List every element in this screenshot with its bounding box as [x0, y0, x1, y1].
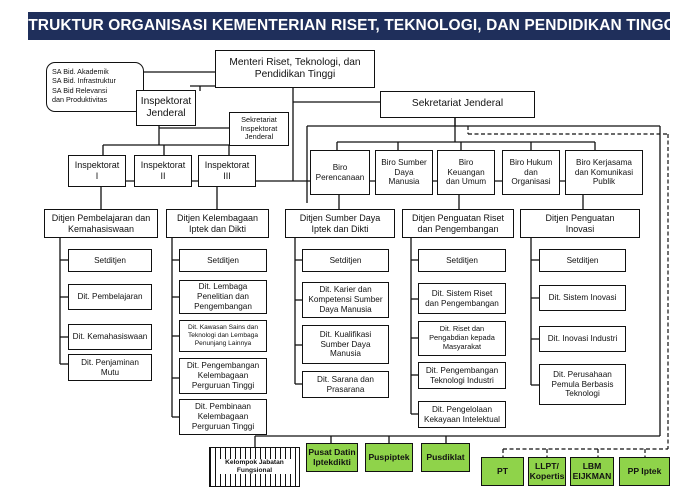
unit-box: Dit. Kualifikasi Sumber Daya Manusia: [302, 325, 389, 364]
unit-box: Setditjen: [68, 249, 152, 272]
inspektorat-box: Inspektorat III: [198, 155, 256, 187]
kelompok-jabatan-label: Kelompok Jabatan Fungsional: [216, 459, 293, 475]
unit-box: Setditjen: [539, 249, 626, 272]
unit-box: Setditjen: [179, 249, 267, 272]
unit-box: Dit. Pengembangan Teknologi Industri: [418, 362, 506, 389]
biro-box: Biro Perencanaan: [310, 150, 370, 195]
unit-box: Dit. Inovasi Industri: [539, 326, 626, 352]
ditjen-box: Ditjen Kelembagaan Iptek dan Dikti: [166, 209, 269, 238]
staf-ahli-item: dan Produktivitas: [52, 95, 108, 105]
pusat-box: Pusat Datin Iptekdikti: [306, 443, 358, 472]
pusat-box: Puspiptek: [365, 443, 413, 472]
chart-title: STRUKTUR ORGANISASI KEMENTERIAN RISET, T…: [18, 12, 680, 40]
unit-box: Dit. Pengelolaan Kekayaan Intelektual: [418, 401, 506, 428]
bottom-unit-box: LLPT/ Kopertis: [528, 457, 566, 486]
kelompok-jabatan-box: Kelompok Jabatan Fungsional: [209, 447, 300, 487]
staf-ahli-item: SA Bid Relevansi: [52, 85, 108, 95]
unit-box: Dit. Sistem Inovasi: [539, 285, 626, 311]
unit-box: Setditjen: [418, 249, 506, 272]
biro-box: Biro Kerjasama dan Komunikasi Publik: [565, 150, 643, 195]
bottom-unit-box: PT: [481, 457, 524, 486]
staf-ahli-box: SA Bid. Akademik SA Bid. Infrastruktur S…: [46, 62, 144, 112]
unit-box: Dit. Karier dan Kompetensi Sumber Daya M…: [302, 282, 389, 318]
unit-box: Dit. Kawasan Sains dan Teknologi dan Lem…: [179, 320, 267, 352]
sekretariat-jenderal-box: Sekretariat Jenderal: [380, 91, 535, 118]
unit-box: Dit. Pembelajaran: [68, 284, 152, 310]
unit-box: Dit. Riset dan Pengabdian kepada Masyara…: [418, 321, 506, 356]
pusat-box: Pusdiklat: [421, 443, 470, 472]
unit-box: Dit. Sarana dan Prasarana: [302, 371, 389, 398]
unit-box: Dit. Kemahasiswaan: [68, 324, 152, 350]
unit-box: Dit. Pembinaan Kelembagaan Perguruan Tin…: [179, 399, 267, 435]
ditjen-box: Ditjen Penguatan Inovasi: [520, 209, 640, 238]
unit-box: Setditjen: [302, 249, 389, 272]
biro-box: Biro Keuangan dan Umum: [437, 150, 495, 195]
unit-box: Dit. Perusahaan Pemula Berbasis Teknolog…: [539, 364, 626, 405]
bottom-unit-box: PP Iptek: [619, 457, 670, 486]
inspektorat-box: Inspektorat II: [134, 155, 192, 187]
ditjen-box: Ditjen Penguatan Riset dan Pengembangan: [402, 209, 514, 238]
unit-box: Dit. Pengembangan Kelembagaan Perguruan …: [179, 358, 267, 394]
inspektorat-jenderal-box: Inspektorat Jenderal: [136, 90, 196, 126]
staf-ahli-item: SA Bid. Akademik: [52, 67, 109, 76]
inspektorat-box: Inspektorat I: [68, 155, 126, 187]
biro-box: Biro Sumber Daya Manusia: [375, 150, 433, 195]
unit-box: Dit. Penjaminan Mutu: [68, 354, 152, 381]
menteri-box: Menteri Riset, Teknologi, dan Pendidikan…: [215, 50, 375, 88]
ditjen-box: Ditjen Pembelajaran dan Kemahasiswaan: [44, 209, 158, 238]
unit-box: Dit. Sistem Riset dan Pengembangan: [418, 283, 506, 314]
sekretariat-inspektorat-box: Sekretariat Inspektorat Jenderal: [229, 112, 289, 146]
ditjen-box: Ditjen Sumber Daya Iptek dan Dikti: [285, 209, 395, 238]
bottom-unit-box: LBM EIJKMAN: [570, 457, 614, 486]
unit-box: Dit. Lembaga Penelitian dan Pengembangan: [179, 280, 267, 314]
biro-box: Biro Hukum dan Organisasi: [502, 150, 560, 195]
staf-ahli-item: SA Bid. Infrastruktur: [52, 76, 116, 86]
